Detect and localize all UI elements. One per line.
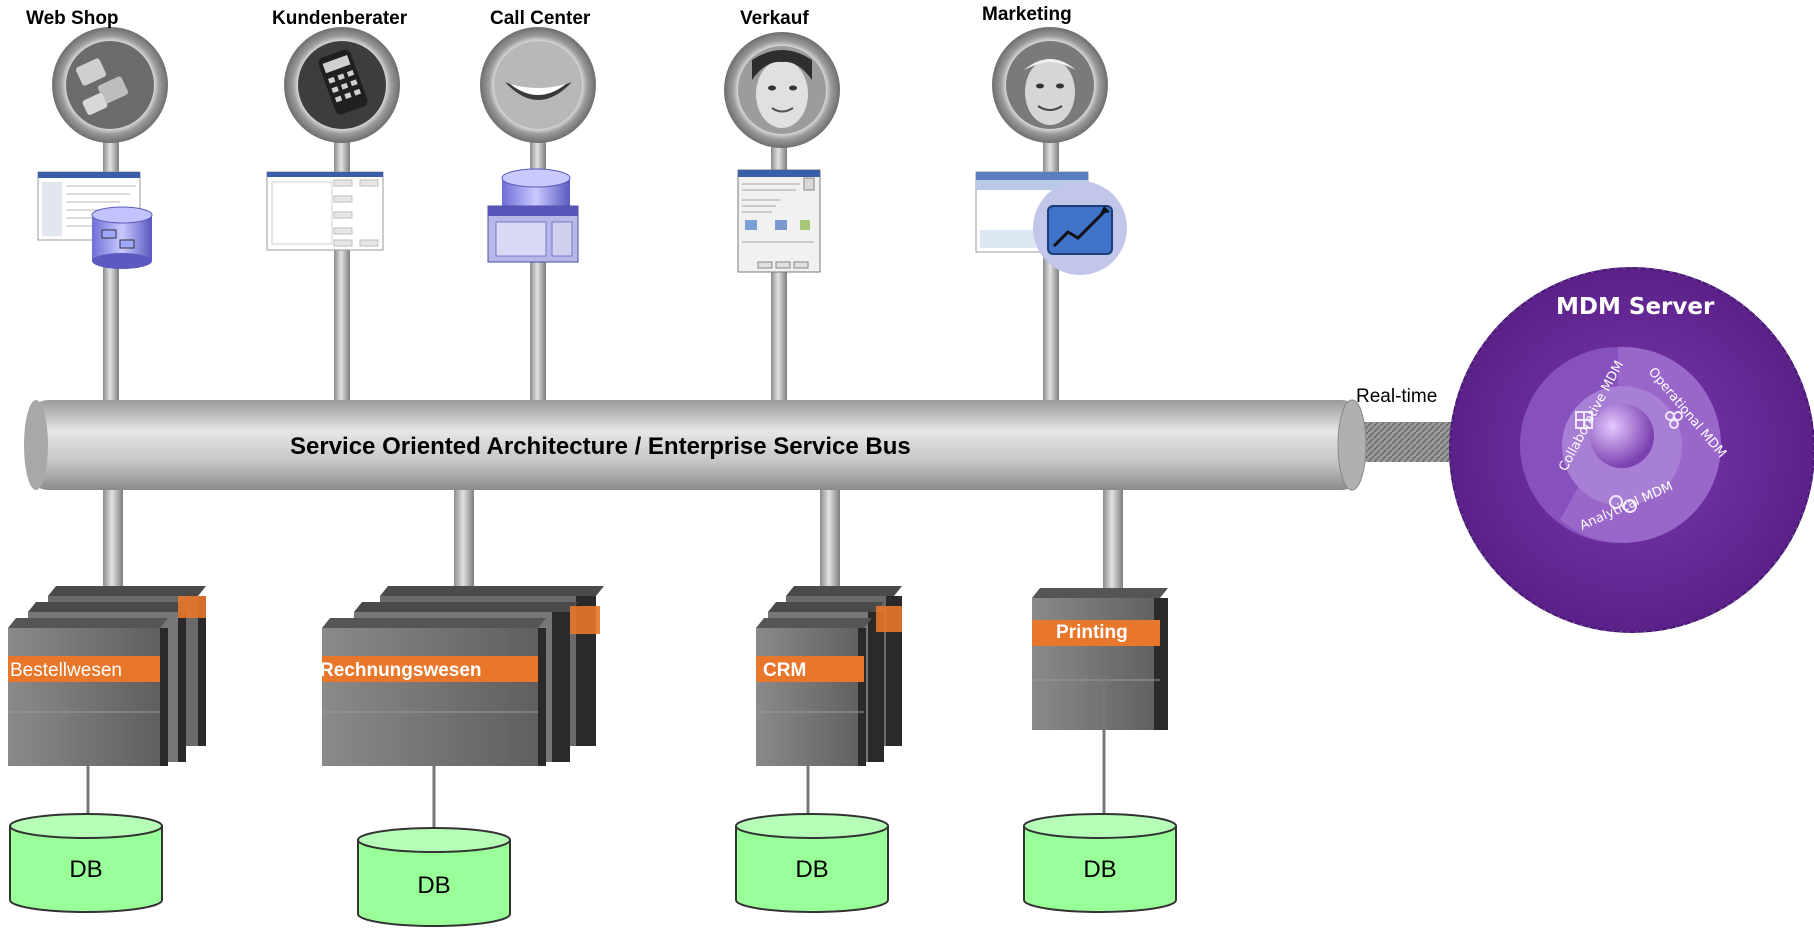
mdm-server-disc: Collaborative MDM Operational MDM Analyt… <box>1449 267 1814 633</box>
db-label-4: DB <box>1083 856 1117 883</box>
server-bestellwesen <box>8 586 206 766</box>
verkauf-dialog <box>737 169 821 273</box>
system-label-rechnungswesen: Rechnungswesen <box>320 660 482 681</box>
avatar-web-shop <box>52 27 168 143</box>
call-center-app <box>487 168 579 263</box>
channel-label-call-center: Call Center <box>490 8 591 29</box>
db-cylinder-4 <box>1023 813 1177 913</box>
mdm-server-title: MDM Server <box>1556 294 1715 320</box>
server-rechnungswesen <box>322 586 604 766</box>
db-label-1: DB <box>69 856 103 883</box>
avatar-verkauf <box>724 32 840 148</box>
system-pipes <box>103 480 1123 590</box>
web-shop-screenshot <box>37 171 153 269</box>
db-cylinder-1 <box>9 813 163 913</box>
server-crm <box>756 586 902 766</box>
system-label-printing: Printing <box>1056 622 1128 643</box>
bus-label: Service Oriented Architecture / Enterpri… <box>290 433 911 460</box>
system-label-bestellwesen: Bestellwesen <box>10 660 122 681</box>
avatar-marketing <box>992 27 1108 143</box>
db-label-2: DB <box>417 872 451 899</box>
system-label-crm: CRM <box>763 660 807 681</box>
server-printing <box>1032 588 1168 730</box>
channel-label-web-shop: Web Shop <box>26 8 119 29</box>
realtime-label: Real-time <box>1356 386 1438 407</box>
channel-label-kundenberater: Kundenberater <box>272 8 408 29</box>
db-links <box>86 676 1106 838</box>
avatar-call-center <box>480 27 596 143</box>
db-cylinder-2 <box>357 827 511 927</box>
marketing-screenshot <box>975 171 1127 275</box>
db-cylinder-3 <box>735 813 889 913</box>
channel-label-verkauf: Verkauf <box>740 8 809 29</box>
kundenberater-screenshot <box>266 171 384 251</box>
channel-label-marketing: Marketing <box>982 4 1072 25</box>
channel-pipes <box>103 130 1059 400</box>
service-bus <box>24 399 1367 491</box>
avatar-kundenberater <box>284 27 400 143</box>
db-label-3: DB <box>795 856 829 883</box>
